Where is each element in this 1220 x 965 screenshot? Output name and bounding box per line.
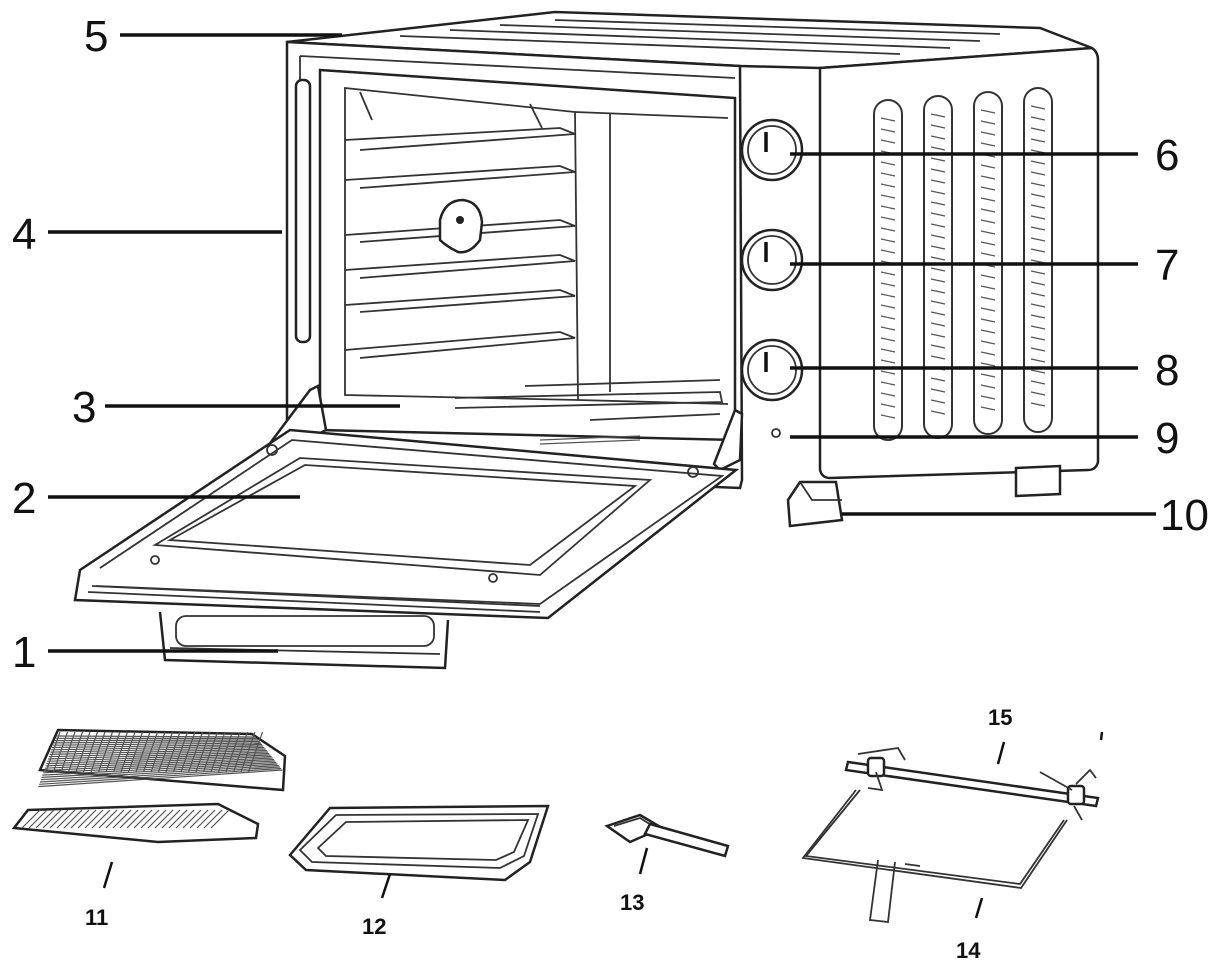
callout-label: 5 (84, 12, 108, 61)
callout-leaders (48, 33, 1156, 919)
callout-label: 1 (12, 628, 36, 677)
temperature-knob (740, 118, 804, 182)
oven-illustration (73, 10, 1100, 670)
callout-label: 12 (362, 914, 386, 939)
function-knob (740, 228, 804, 292)
callout-label: 14 (956, 938, 981, 963)
leader-15 (996, 741, 1006, 765)
callout-label: 4 (12, 210, 36, 259)
oven-cavity (318, 68, 737, 445)
oven-feet (786, 464, 1062, 528)
oven-door (73, 384, 744, 670)
tray-handle-accessory (604, 813, 730, 858)
leader-11 (102, 861, 114, 889)
callout-label: 10 (1160, 491, 1209, 540)
leader-12 (380, 873, 392, 899)
timer-knob (740, 338, 804, 402)
side-vents (873, 87, 1053, 441)
baking-tray-accessory (288, 804, 550, 882)
door-seal (294, 78, 312, 344)
control-panel (740, 118, 804, 438)
indicator-light (771, 428, 781, 438)
callout-label: 15 (988, 705, 1012, 730)
top-vent-slots (399, 19, 1001, 55)
door-handle (158, 611, 450, 670)
wire-rack-accessory (11, 728, 287, 844)
rotisserie-accessory (801, 747, 1100, 923)
callout-label: 2 (12, 474, 36, 523)
leader-13 (638, 847, 649, 875)
callout-label: 8 (1155, 346, 1179, 395)
callout-label: 9 (1155, 414, 1179, 463)
callout-labels: 1 2 3 4 5 6 7 8 9 10 11 12 13 14 15 (12, 12, 1209, 963)
callout-label: 13 (620, 890, 644, 915)
callout-label: 11 (85, 905, 108, 930)
stray-mark (1099, 731, 1104, 741)
leader-14 (974, 897, 984, 919)
callout-label: 7 (1155, 241, 1179, 290)
callout-label: 3 (72, 383, 96, 432)
callout-label: 6 (1155, 131, 1179, 180)
